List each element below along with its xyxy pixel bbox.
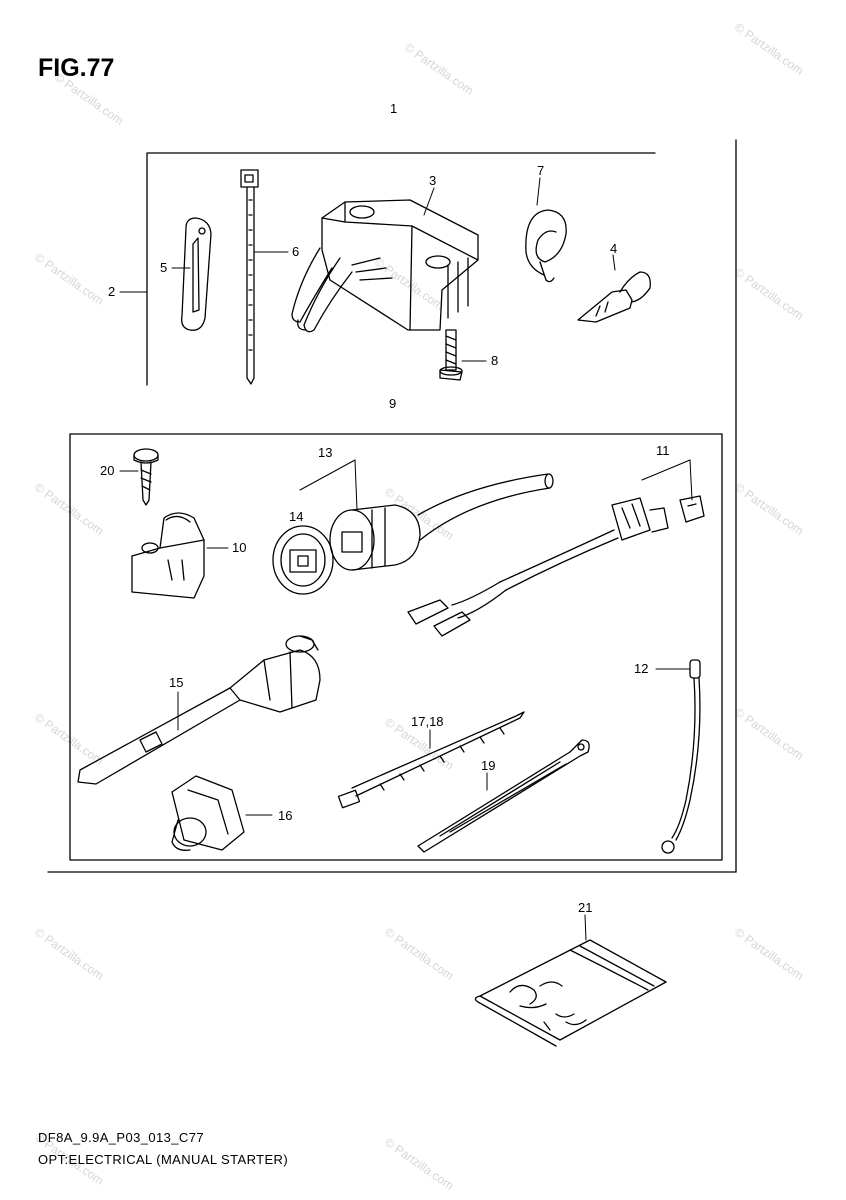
leader-lines <box>120 178 692 940</box>
part-14-connector-cap <box>273 526 333 594</box>
callout-13: 13 <box>318 445 333 460</box>
part-8-bolt <box>440 330 462 380</box>
callout-21: 21 <box>578 900 593 915</box>
callout-10: 10 <box>232 540 247 555</box>
callout-7: 7 <box>537 163 545 178</box>
callout-19: 19 <box>481 758 496 773</box>
part-17-18-cable-tie <box>338 712 524 808</box>
part-6-cable-tie <box>241 170 258 384</box>
part-5-strap <box>182 218 211 330</box>
part-7-clip <box>526 210 566 282</box>
figure-caption: OPT:ELECTRICAL (MANUAL STARTER) <box>38 1152 289 1167</box>
callout-5: 5 <box>160 260 168 275</box>
part-4-pin <box>578 272 650 322</box>
part-16-grommet <box>172 776 244 850</box>
callout-9: 9 <box>389 396 397 411</box>
callout-4: 4 <box>610 241 618 256</box>
callout-1: 1 <box>390 101 398 116</box>
callout-16: 16 <box>278 808 293 823</box>
part-21-packet <box>475 940 666 1046</box>
callout-11: 11 <box>656 443 670 458</box>
figure-title: FIG.77 <box>38 54 115 82</box>
part-19-cable-tie <box>418 740 589 852</box>
callout-17-18: 17,18 <box>411 714 444 729</box>
callout-6: 6 <box>292 244 300 259</box>
part-20-screw <box>134 449 158 505</box>
callout-2: 2 <box>108 284 116 299</box>
callout-12: 12 <box>634 661 649 676</box>
part-13-connector <box>330 474 553 570</box>
callout-15: 15 <box>169 675 184 690</box>
part-3-regulator <box>292 200 478 332</box>
callout-20: 20 <box>100 463 115 478</box>
part-10-bracket <box>132 513 204 598</box>
part-11-harness <box>408 496 704 636</box>
callout-8: 8 <box>491 353 499 368</box>
assembly-frame <box>48 140 736 872</box>
figure-code: DF8A_9.9A_P03_013_C77 <box>38 1130 204 1145</box>
callout-14: 14 <box>289 509 304 524</box>
callout-3: 3 <box>429 173 437 188</box>
part-12-ground-wire <box>662 660 700 853</box>
part-15-connector <box>78 636 320 784</box>
